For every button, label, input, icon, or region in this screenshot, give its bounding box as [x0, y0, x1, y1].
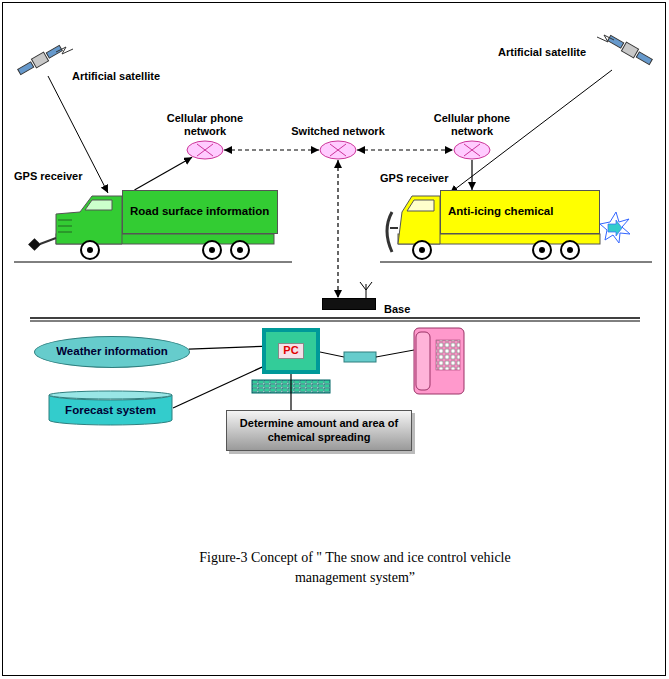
base-station: Base — [322, 298, 410, 316]
cable — [376, 350, 414, 357]
gps-label: GPS receiver — [380, 172, 449, 184]
truck-cargo-box: Anti-icing chemical — [440, 190, 600, 234]
system-label: Forecast system — [65, 398, 156, 418]
connector — [224, 149, 319, 150]
base-floor — [30, 321, 640, 322]
connector — [173, 367, 262, 408]
pc-monitor: PC — [262, 328, 320, 374]
antenna — [360, 282, 372, 298]
satellite-icon — [597, 34, 653, 67]
pc-label: PC — [278, 343, 303, 358]
network-ellipse — [319, 140, 357, 160]
satellite-icon — [17, 44, 73, 77]
connector — [471, 160, 472, 190]
network-ellipse — [453, 140, 491, 160]
network-label: Cellular phone network — [424, 112, 520, 138]
process-label: Determine amount and area of chemical sp… — [238, 417, 400, 443]
connector — [357, 149, 453, 150]
connector — [189, 346, 262, 349]
network-node: Switched network — [291, 125, 385, 160]
figure-frame — [3, 3, 666, 676]
network-node: Cellular phone network — [424, 112, 520, 160]
road-line — [380, 262, 652, 263]
gps-label: GPS receiver — [14, 170, 83, 182]
base-floor — [30, 317, 640, 319]
connector — [337, 160, 338, 298]
cable — [320, 352, 344, 357]
process-box: Determine amount and area of chemical sp… — [226, 410, 412, 451]
connector — [290, 374, 291, 410]
info-ellipse: Weather information — [34, 336, 190, 368]
satellite-label: Artificial satellite — [498, 46, 586, 58]
figure-caption: Figure-3 Concept of " The snow and ice c… — [185, 548, 525, 587]
truck-cargo-box: Road surface information — [122, 190, 278, 234]
base-label: Base — [384, 303, 410, 316]
connector — [134, 157, 192, 190]
cargo-label: Anti-icing chemical — [448, 205, 553, 219]
satellite-label: Artificial satellite — [72, 70, 160, 82]
base-unit — [322, 298, 376, 310]
telephone — [414, 328, 464, 394]
network-node: Cellular phone network — [157, 112, 253, 160]
info-label: Weather information — [56, 345, 168, 359]
network-ellipse — [186, 140, 224, 160]
modem — [344, 352, 376, 362]
database-cylinder: Forecast system — [48, 390, 173, 426]
cargo-label: Road surface information — [130, 205, 269, 219]
network-label: Switched network — [291, 125, 385, 138]
road-line — [14, 262, 292, 263]
network-label: Cellular phone network — [157, 112, 253, 138]
